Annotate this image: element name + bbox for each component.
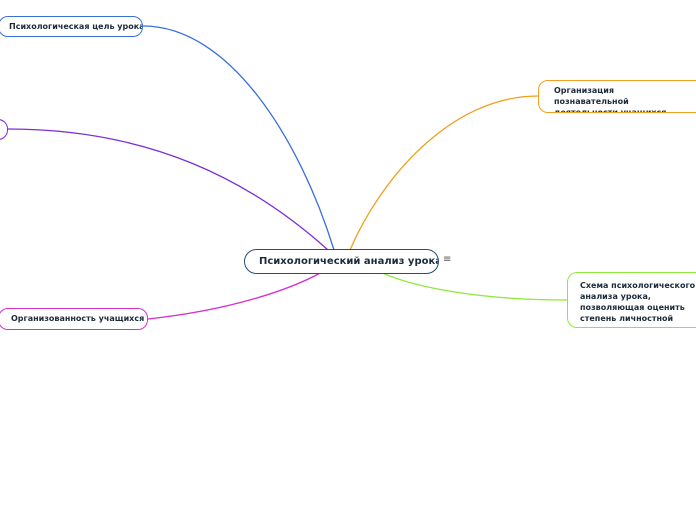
topic-analysis-scheme-label: Схема психологического анализа урока, по… (580, 281, 696, 327)
topic-organization-label: Организованность учащихся (11, 314, 145, 323)
topic-analysis-scheme[interactable]: Схема психологического анализа урока, по… (567, 272, 696, 328)
connector-cognitive (349, 95, 539, 251)
topic-organization[interactable]: Организованность учащихся (0, 308, 148, 330)
topic-cognitive-activity-label: Организация познавательной деятельности … (554, 86, 667, 113)
topic-psych-goal[interactable]: Психологическая цель урока (0, 16, 143, 37)
topic-psych-goal-label: Психологическая цель урока (9, 22, 143, 31)
central-topic-label: Психологический анализ урока (259, 256, 439, 267)
connector-unnamed (7, 128, 329, 251)
connector-goal (142, 25, 335, 251)
central-topic[interactable]: Психологический анализ урока (244, 249, 439, 274)
topic-cognitive-activity[interactable]: Организация познавательной деятельности … (538, 80, 696, 113)
connector-org (147, 271, 323, 320)
hamburger-menu-icon[interactable]: ≡ (443, 254, 452, 265)
connector-scheme (379, 271, 568, 301)
